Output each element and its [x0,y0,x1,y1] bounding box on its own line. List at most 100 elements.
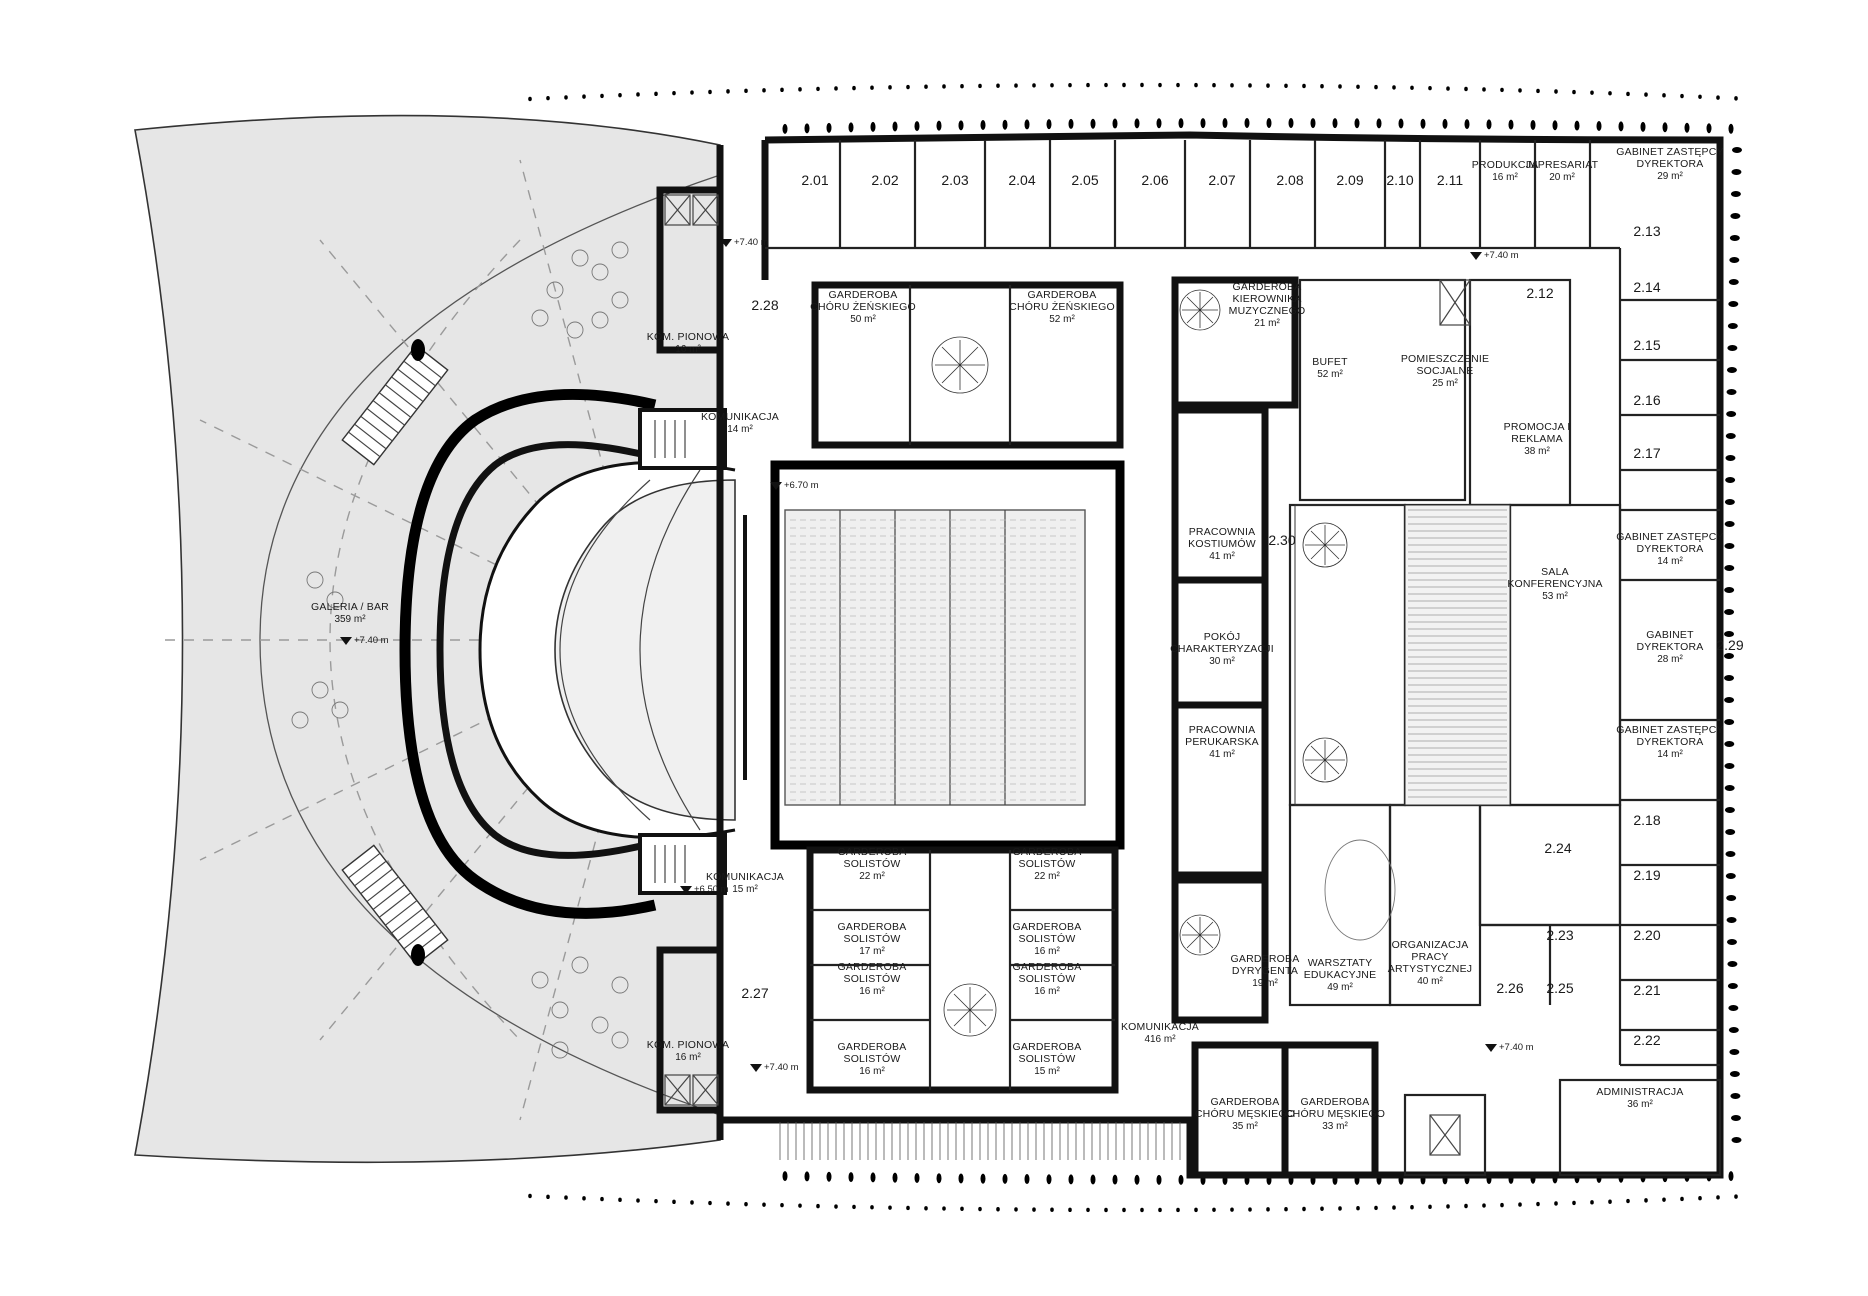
room-area: 16 m² [859,1066,885,1077]
level-label: +7.40 m [734,237,769,248]
column-icon [1724,763,1735,769]
column-icon [672,90,676,96]
column-icon [1680,1196,1684,1202]
column-icon [1222,118,1228,129]
room-name: PROMOCJA I [1504,421,1571,433]
room-name: 2.26 [1496,980,1523,996]
room-area: 359 m² [334,614,366,625]
column-icon [1724,675,1735,681]
column-icon [1050,83,1054,88]
column-icon [1724,499,1735,505]
column-icon [892,121,898,132]
column-icon [690,90,694,95]
room-area: 22 m² [859,871,885,882]
room-name: GARDEROBA [838,921,907,933]
room-label-2-05: 2.05 [1071,172,1098,188]
column-icon [1266,1207,1270,1212]
column-icon [1410,1205,1414,1210]
column-icon [1176,1207,1180,1213]
room-label-2-12: 2.12 [1526,285,1553,301]
elevator-icon [664,1074,691,1106]
column-icon [1230,83,1234,88]
column-icon [1134,1174,1140,1185]
stage-grid [784,509,1086,806]
column-icon [826,122,832,133]
column-icon [1002,1173,1008,1184]
column-icon [980,119,986,130]
column-icon [892,1172,898,1183]
room-name: 2.27 [741,985,768,1001]
room-label-2-04: 2.04 [1008,172,1035,188]
column-icon [1706,123,1712,134]
room-name: GARDEROBA [838,961,907,973]
column-icon [852,85,856,91]
column-icon [1086,82,1090,88]
room-name: 2.16 [1633,392,1660,408]
column-icon [1680,93,1684,99]
column-icon [1266,83,1270,88]
column-icon [1662,93,1666,98]
column-icon [1140,1207,1144,1213]
elevator-icon [1439,279,1471,326]
column-icon [1428,85,1432,91]
room-area: 20 m² [1549,172,1575,183]
level-label: +7.40 m [354,635,389,646]
room-name: 2.30 [1268,532,1295,548]
soloist-block [806,846,1119,1094]
level-marker-icon: +6.50 m [680,884,729,895]
level-label: +7.40 m [1484,250,1519,261]
column-icon [924,84,928,89]
column-icon [1728,123,1734,134]
column-icon [1726,895,1737,901]
column-icon [1662,122,1668,133]
room-name: PRODUKCJA [1472,159,1539,171]
column-icon [564,95,568,100]
column-icon [1725,829,1736,835]
room-name-3: MUZYCZNEGO [1229,305,1306,317]
room-area: 52 m² [1049,314,1075,325]
column-icon [1726,367,1737,373]
room-name: 2.11 [1437,172,1463,188]
column-icon [1724,807,1735,813]
column-icon [1014,1207,1018,1212]
column-icon [708,1200,712,1206]
column-icon [1727,983,1738,989]
room-name: KOMUNIKACJA [706,871,784,883]
room-name: GABINET [1646,629,1694,641]
room-label-2-16: 2.16 [1633,392,1660,408]
room-name-2: CHÓRU MĘSKIEGO [1285,1107,1385,1120]
column-icon [726,89,730,94]
room-name: GABINET ZASTĘPCY [1616,146,1723,158]
column-icon [1590,90,1594,95]
column-icon [1090,1174,1096,1185]
right-office-column [1618,248,1720,1067]
column-icon [1734,96,1738,101]
room-label-2-19: 2.19 [1633,867,1660,883]
room-area: 17 m² [859,946,885,957]
column-icon [564,1195,568,1200]
room-name-2: KIEROWNIKA [1232,293,1301,305]
column-icon [1464,119,1470,130]
room-name: 2.08 [1276,172,1303,188]
room-label-2-09: 2.09 [1336,172,1363,188]
column-icon [1574,120,1580,131]
room-name: PRACOWNIA [1189,526,1256,538]
room-name-3: ARTYSTYCZNEJ [1388,963,1472,975]
gallery-inner-edge [259,174,721,1116]
room-area: 41 m² [1209,749,1235,760]
column-icon [1332,118,1338,129]
column-icon [1482,87,1486,92]
room-area: 30 m² [1209,656,1235,667]
room-name-2: SOLISTÓW [1018,857,1075,870]
stage-box [770,460,1125,850]
room-name: ADMINISTRACJA [1596,1086,1683,1098]
column-icon [798,87,802,92]
column-icon [1140,82,1144,88]
